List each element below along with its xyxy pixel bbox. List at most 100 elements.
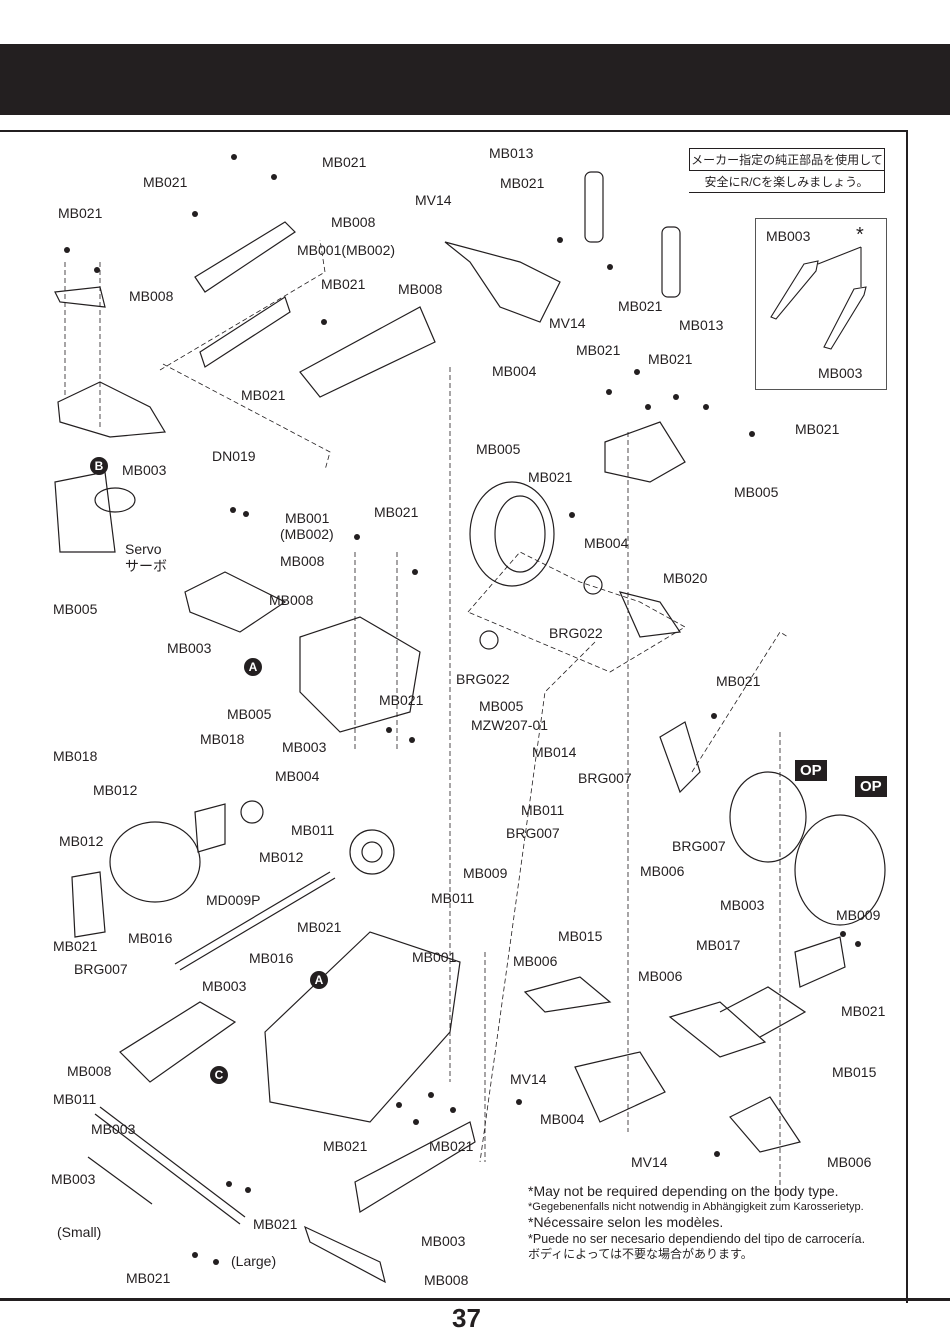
part-label: MB016 xyxy=(128,930,173,946)
part-label: MB021 xyxy=(429,1138,474,1154)
part-motor-plate xyxy=(71,871,106,938)
part-label: MB004 xyxy=(540,1111,585,1127)
part-label: MB021 xyxy=(143,174,188,190)
part-front-arm-right xyxy=(729,1096,801,1153)
part-battery-cover-left xyxy=(119,1001,237,1083)
assembly-guide-lines xyxy=(64,239,789,1202)
part-pcb xyxy=(199,296,291,368)
page-number: 37 xyxy=(452,1303,481,1333)
safety-notice-line1: メーカー指定の純正部品を使用して xyxy=(689,148,885,171)
part-label: MB018 xyxy=(200,731,245,747)
part-front-arm-mid xyxy=(668,1001,767,1058)
part-label: MB011 xyxy=(53,1091,97,1107)
part-shock-rear xyxy=(661,226,681,298)
footnote-en: *May not be required depending on the bo… xyxy=(528,1183,839,1199)
part-label: MB008 xyxy=(331,214,376,230)
part-motor xyxy=(109,821,201,903)
part-label: MB008 xyxy=(67,1063,112,1079)
part-label: MB006 xyxy=(638,968,683,984)
frame-right-rule xyxy=(906,130,908,1303)
part-knuckle xyxy=(659,721,701,794)
marker-a-chassis: A xyxy=(310,971,328,989)
part-label: MB005 xyxy=(53,601,98,617)
part-label: MB001 xyxy=(285,510,330,526)
part-differential xyxy=(618,591,682,638)
part-label: MB011 xyxy=(291,822,335,838)
part-label: MB003 xyxy=(51,1171,96,1187)
part-label: MB011 xyxy=(521,802,565,818)
part-label: BRG022 xyxy=(456,671,510,687)
part-label: (Small) xyxy=(57,1224,102,1240)
part-spur-gear xyxy=(349,829,395,875)
part-label: MB004 xyxy=(275,768,320,784)
part-label: MB008 xyxy=(398,281,443,297)
part-label: MB009 xyxy=(463,865,508,881)
part-label: MB008 xyxy=(424,1272,469,1288)
part-label: MB008 xyxy=(269,592,314,608)
part-front-tire xyxy=(729,771,807,863)
part-label: MB021 xyxy=(241,387,286,403)
part-label: MB013 xyxy=(489,145,534,161)
part-label: MB015 xyxy=(558,928,603,944)
part-label: MB013 xyxy=(679,317,724,333)
part-label: MB012 xyxy=(259,849,304,865)
part-label: MB003 xyxy=(202,978,247,994)
part-label: MB006 xyxy=(513,953,558,969)
part-label: MB021 xyxy=(323,1138,368,1154)
part-label: BRG007 xyxy=(672,838,726,854)
part-label: MB014 xyxy=(532,744,577,760)
part-label: MB012 xyxy=(93,782,138,798)
part-bumper xyxy=(303,1225,386,1284)
footnote-fr: *Nécessaire selon les modèles. xyxy=(528,1214,724,1231)
part-label: MV14 xyxy=(510,1071,547,1087)
footnote-de: *Gegebenenfalls nicht notwendig in Abhän… xyxy=(528,1200,864,1213)
part-front-gear-box xyxy=(574,1051,666,1123)
part-label: MB021 xyxy=(253,1216,298,1232)
option-part-badge: OP xyxy=(855,776,887,797)
footnote-es: *Puede no ser necesario dependiendo del … xyxy=(528,1231,866,1246)
marker-b: B xyxy=(90,457,108,475)
part-label: MV14 xyxy=(549,315,586,331)
part-label: MB021 xyxy=(500,175,545,191)
part-label: MB021 xyxy=(841,1003,886,1019)
part-steering-bracket xyxy=(184,571,287,633)
screws xyxy=(64,154,861,1265)
part-label: MB003 xyxy=(421,1233,466,1249)
part-label: MB021 xyxy=(576,342,621,358)
part-label: BRG007 xyxy=(506,825,560,841)
frame-top-rule xyxy=(0,130,908,132)
part-label: MB004 xyxy=(492,363,537,379)
marker-c: C xyxy=(210,1066,228,1084)
marker-a: A xyxy=(244,658,262,676)
header-bar xyxy=(0,44,950,115)
part-label: MB012 xyxy=(59,833,104,849)
part-label: MB004 xyxy=(584,535,629,551)
part-battery-cover-right xyxy=(354,1121,476,1213)
part-servo-motor xyxy=(94,487,136,513)
part-label: MB003 xyxy=(282,739,327,755)
part-label: MB021 xyxy=(297,919,342,935)
safety-notice: メーカー指定の純正部品を使用して 安全にR/Cを楽しみましょう。 xyxy=(689,148,885,193)
part-label: MV14 xyxy=(631,1154,668,1170)
part-label: BRG007 xyxy=(74,961,128,977)
part-label: MB005 xyxy=(227,706,272,722)
part-heatsink xyxy=(194,803,226,853)
part-label: MB021 xyxy=(58,205,103,221)
part-label: MZW207-01 xyxy=(471,717,549,733)
part-label: MB021 xyxy=(648,351,693,367)
part-label: MB003 xyxy=(91,1121,136,1137)
inset-label-bottom: MB003 xyxy=(818,365,863,381)
part-pinion xyxy=(240,800,264,824)
inset-body-posts xyxy=(770,246,867,350)
part-bearing xyxy=(583,575,603,595)
part-label: MB015 xyxy=(832,1064,877,1080)
part-servo-saver-bracket xyxy=(54,286,106,308)
part-skid-large xyxy=(99,1106,246,1218)
part-shock-front xyxy=(584,171,604,243)
part-front-arm-left xyxy=(523,976,612,1013)
part-shock-tower xyxy=(444,241,561,323)
part-label: MB021 xyxy=(795,421,840,437)
part-label: BRG022 xyxy=(549,625,603,641)
asterisk-mark: * xyxy=(856,224,864,246)
body-type-footnote: *May not be required depending on the bo… xyxy=(528,1183,865,1262)
